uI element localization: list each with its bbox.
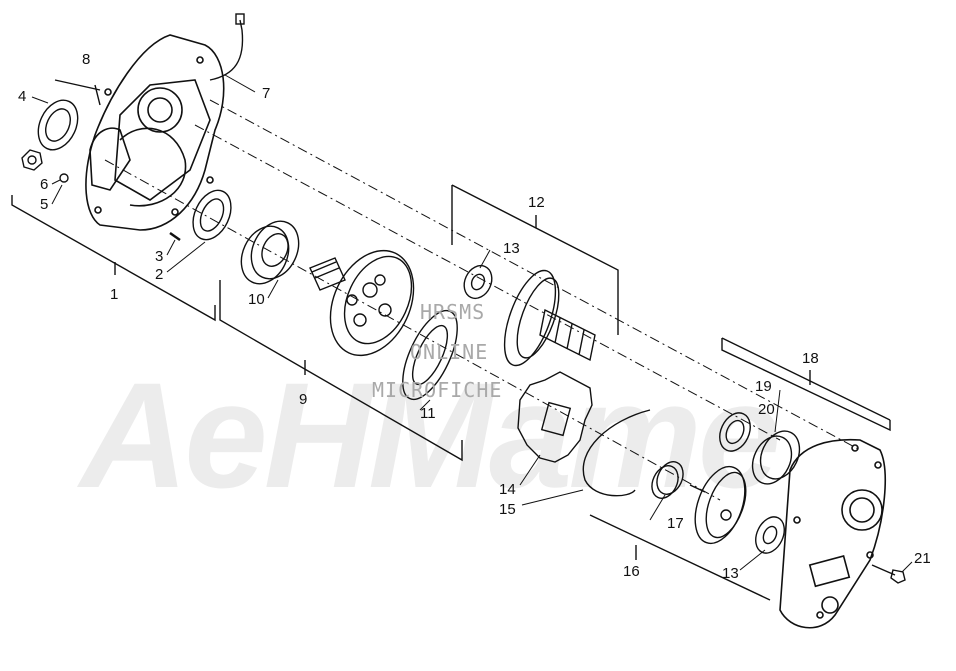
callout-11: 11 <box>420 405 436 422</box>
callout-15: 15 <box>499 501 516 518</box>
bracket-9 <box>219 280 463 462</box>
leader-lines <box>31 74 913 573</box>
callout-19: 19 <box>755 378 772 395</box>
oil-seal-4 <box>37 99 79 151</box>
callout-21: 21 <box>914 550 931 567</box>
callout-18: 18 <box>802 350 819 367</box>
callout-6: 6 <box>40 176 49 193</box>
sprocket-14 <box>517 371 593 463</box>
gear-16 <box>689 465 747 545</box>
bracket-18 <box>721 338 891 432</box>
gear-case-housing <box>85 34 225 231</box>
bracket-16 <box>589 514 771 601</box>
screw-8 <box>54 79 101 106</box>
callout-12: 12 <box>528 194 545 211</box>
bolt-21 <box>871 564 906 584</box>
watermark-line-2: ONLINE <box>410 340 489 364</box>
callout-17: 17 <box>667 515 684 532</box>
seal-19-20 <box>719 412 801 485</box>
callout-4: 4 <box>18 88 27 105</box>
washer-5 <box>59 173 69 183</box>
watermark-line-3: MICROFICHE <box>372 378 503 402</box>
dowel-pin-3 <box>169 231 181 242</box>
callout-16: 16 <box>623 563 640 580</box>
callout-9: 9 <box>299 391 308 408</box>
watermark-logo: AeHMame <box>80 351 781 519</box>
gear-case-cover-18 <box>779 438 886 629</box>
callout-3: 3 <box>155 248 164 265</box>
seal-2 <box>192 189 232 241</box>
callout-14: 14 <box>499 481 516 498</box>
callout-10: 10 <box>248 291 265 308</box>
assembly-axis-lines <box>104 99 861 501</box>
bearing-10 <box>240 220 300 285</box>
drum-assembly-9 <box>309 249 415 357</box>
bracket-1 <box>11 195 216 322</box>
bearing-17 <box>651 461 684 499</box>
callout-13-lower: 13 <box>722 565 739 582</box>
callout-13-top: 13 <box>503 240 520 257</box>
callout-8: 8 <box>82 51 91 68</box>
drain-plug-6 <box>21 149 43 171</box>
callout-20: 20 <box>758 401 775 418</box>
callout-2: 2 <box>155 266 164 283</box>
speed-sensor-wire <box>209 13 245 81</box>
plate-11 <box>402 309 458 401</box>
washer-13-top <box>463 264 493 300</box>
callout-5: 5 <box>40 196 49 213</box>
callout-7: 7 <box>262 85 271 102</box>
gear-shaft-12 <box>503 269 596 367</box>
watermark-line-1: HRSMS <box>420 300 486 324</box>
callout-1: 1 <box>110 286 119 303</box>
snap-ring-15 <box>582 409 651 497</box>
